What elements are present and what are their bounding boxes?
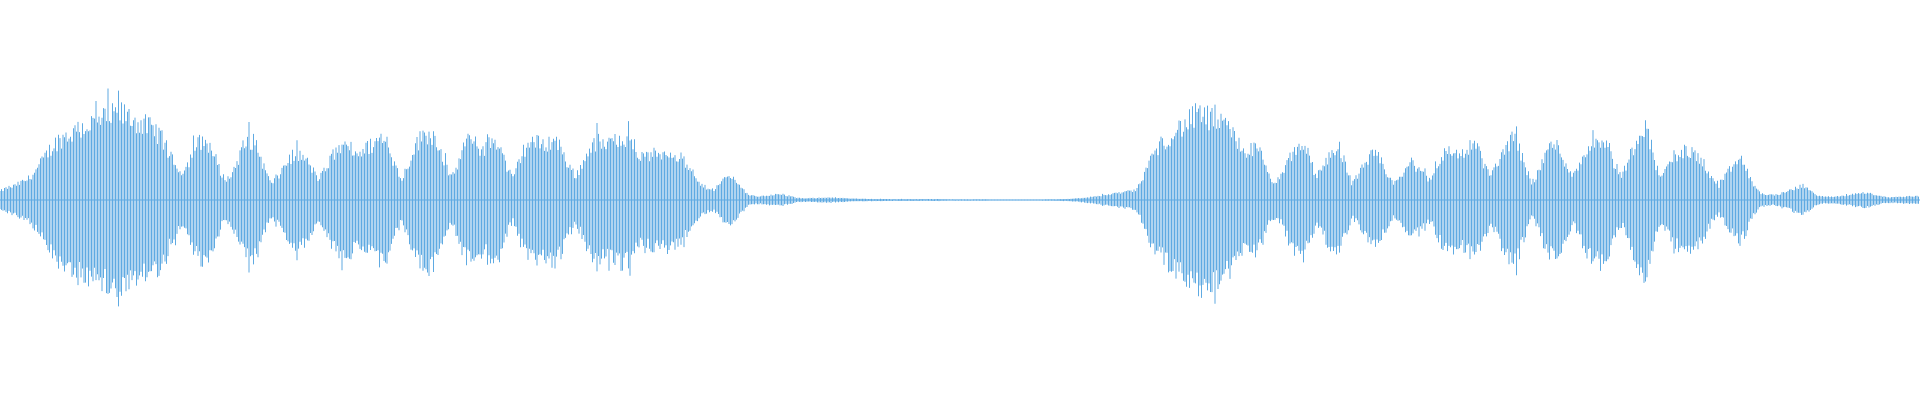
waveform-lines xyxy=(0,88,1920,307)
waveform-path xyxy=(0,88,1919,307)
